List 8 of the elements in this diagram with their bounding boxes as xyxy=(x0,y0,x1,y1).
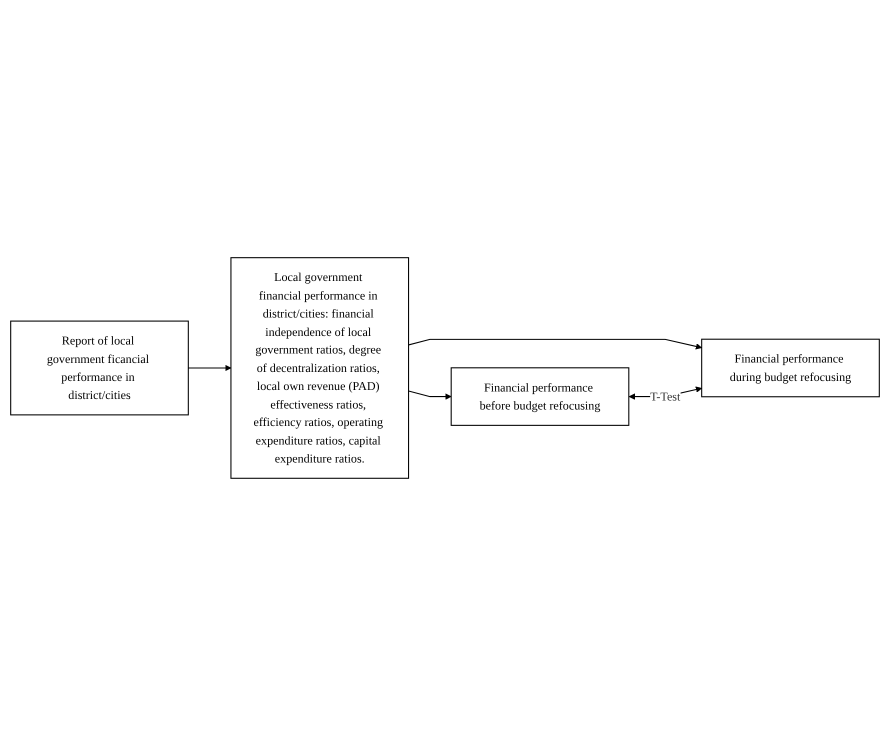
node-box xyxy=(10,320,189,416)
arrow xyxy=(408,390,452,400)
node-box xyxy=(701,338,880,398)
node-box xyxy=(450,367,630,426)
flowchart: T-Test Report of local government ficancial performance in district/cities Local government financial performance in district/cities: financial independence of local government ratios, degree of decentralization ratios, local own revenue (PAD) effectiveness ratios, efficiency ratios, operating expenditure ratios, capital expenditure ratios. Financial performance before budget refocusing Financial performance during budget refocusing xyxy=(5,252,885,484)
arrow xyxy=(408,338,702,350)
arrow xyxy=(188,364,232,372)
node-box xyxy=(230,257,410,479)
